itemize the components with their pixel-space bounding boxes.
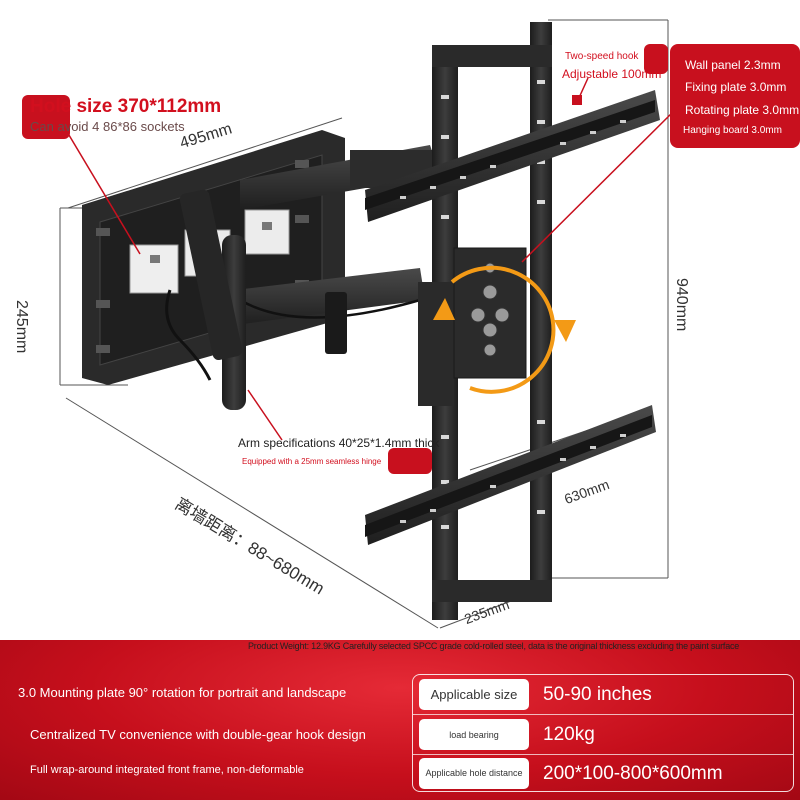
hook-callout-line1: Two-speed hook bbox=[565, 51, 639, 62]
spec-panel: 3.0 Mounting plate 90° rotation for port… bbox=[0, 640, 800, 800]
articulating-arms bbox=[179, 145, 440, 410]
spec-value-load: 120kg bbox=[543, 723, 595, 745]
spec-divider bbox=[413, 714, 793, 715]
hook-tag bbox=[644, 44, 668, 74]
arm-spec-callout: Arm specifications 40*25*1.4mm thick bbox=[238, 436, 440, 450]
spec-row-load: load bearing 120kg bbox=[413, 715, 793, 754]
fixing-plate-callout: Fixing plate 3.0mm bbox=[685, 80, 787, 94]
arm-spec-tag bbox=[388, 448, 432, 474]
hinge-callout: Equipped with a 25mm seamless hinge bbox=[242, 457, 382, 466]
spec-value-size: 50-90 inches bbox=[543, 683, 652, 705]
rotating-plate-callout: Rotating plate 3.0mm bbox=[685, 103, 800, 117]
tv-mount-illustration bbox=[59, 19, 681, 629]
spec-label-hole: Applicable hole distance bbox=[419, 758, 529, 789]
spec-label-size: Applicable size bbox=[419, 679, 529, 710]
spec-label-load: load bearing bbox=[419, 719, 529, 750]
dimension-245: 245mm bbox=[13, 300, 30, 354]
wall-panel-callout: Wall panel 2.3mm bbox=[685, 58, 781, 72]
callout-leaders bbox=[59, 77, 681, 441]
hook-callout-line2: Adjustable 100mm bbox=[562, 67, 662, 81]
spec-divider bbox=[413, 754, 793, 755]
spec-row-size: Applicable size 50-90 inches bbox=[413, 675, 793, 714]
thickness-tag bbox=[670, 44, 800, 148]
sockets-callout: Can avoid 4 86*86 sockets bbox=[30, 119, 185, 134]
hole-size-tag bbox=[22, 95, 70, 139]
horizontal-bars bbox=[365, 90, 660, 545]
spec-value-hole: 200*100-800*600mm bbox=[543, 762, 723, 784]
spec-table: Applicable size 50-90 inches load bearin… bbox=[412, 674, 794, 792]
hole-size-callout: Hole size 370*112mm bbox=[30, 96, 222, 117]
feature-hook: Centralized TV convenience with double-g… bbox=[30, 727, 366, 742]
rotating-plate bbox=[418, 247, 576, 406]
feature-rotation: 3.0 Mounting plate 90° rotation for port… bbox=[18, 685, 347, 700]
dimension-940: 940mm bbox=[673, 278, 690, 332]
spec-row-hole: Applicable hole distance 200*100-800*600… bbox=[413, 754, 793, 793]
product-note: Product Weight: 12.9KG Carefully selecte… bbox=[248, 641, 740, 651]
feature-frame: Full wrap-around integrated front frame,… bbox=[30, 764, 304, 776]
hanging-board-callout: Hanging board 3.0mm bbox=[683, 125, 782, 136]
